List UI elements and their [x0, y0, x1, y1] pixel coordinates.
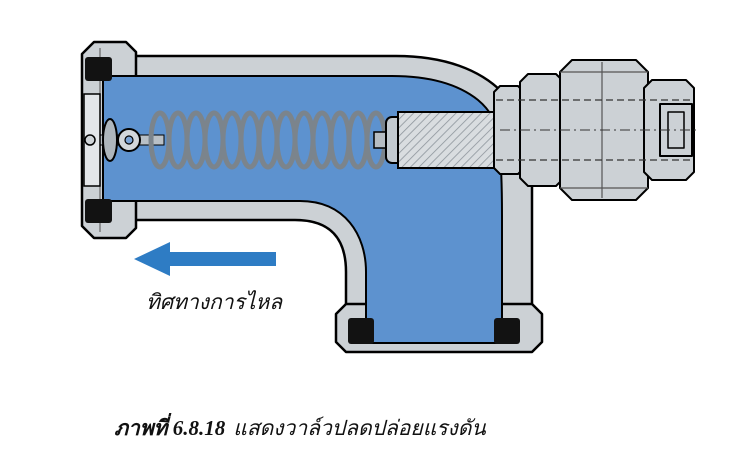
centerlines [496, 99, 700, 161]
valve-poppet [83, 93, 165, 187]
seal-gasket [85, 57, 112, 81]
seal-gaskets [85, 57, 520, 344]
seal-gasket [85, 199, 112, 223]
flow-direction-label: ทิศทางการไหล [146, 290, 283, 314]
figure-caption-text: แสดงวาล์วปลดปล่อยแรงดัน [233, 416, 486, 440]
figure-caption: ภาพที่ 6.8.18 แสดงวาล์วปลดปล่อยแรงดัน [0, 412, 600, 445]
adjusting-screw [373, 111, 511, 169]
seal-gasket [348, 318, 374, 344]
screw-body-hatched [397, 111, 511, 169]
seal-gasket [494, 318, 520, 344]
poppet-disc [102, 118, 118, 162]
seat-pin [84, 134, 96, 146]
poppet-ring-hole [124, 135, 134, 145]
flow-direction-arrow [134, 242, 276, 276]
pressure-relief-valve-diagram [80, 40, 700, 354]
figure-caption-number: ภาพที่ 6.8.18 [114, 416, 226, 440]
